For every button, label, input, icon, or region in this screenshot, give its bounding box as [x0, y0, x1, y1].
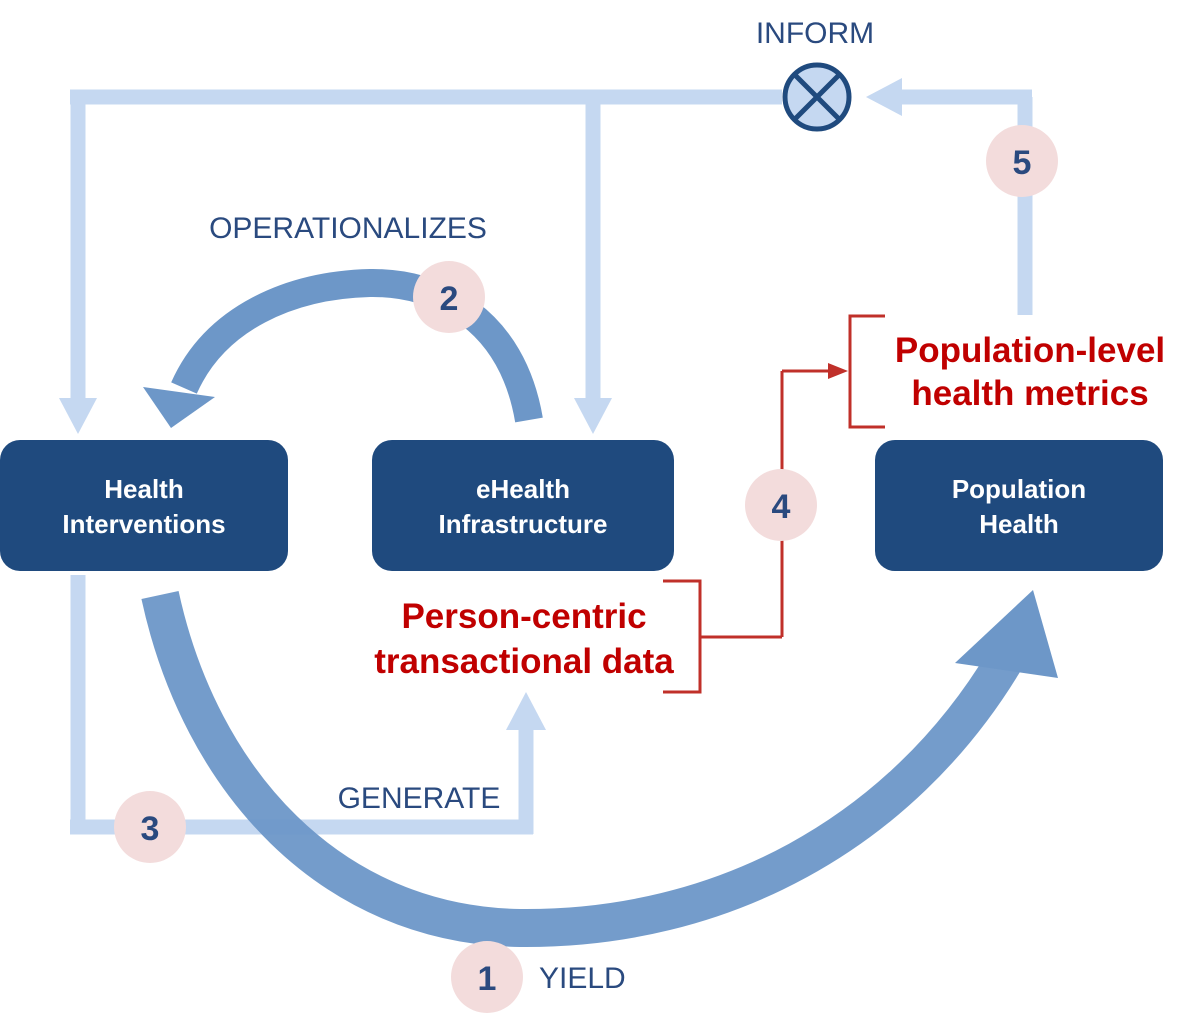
arrowhead-down-interventions	[59, 398, 97, 434]
box-ehealth-infrastructure: eHealth Infrastructure	[372, 440, 674, 571]
svg-text:Health: Health	[979, 509, 1058, 539]
box-label-line: Health	[104, 474, 183, 504]
step-number: 4	[772, 488, 791, 526]
box-population-health: Population Health	[875, 440, 1163, 571]
arrowhead-yield	[955, 590, 1058, 678]
box-health-interventions: Health Interventions	[0, 440, 288, 571]
step-badge-5: 5	[986, 125, 1058, 197]
step-number: 2	[440, 280, 459, 318]
label-person-centric-line2: transactional data	[374, 642, 674, 681]
step-badge-3: 3	[114, 791, 186, 863]
step-badge-4: 4	[745, 469, 817, 541]
operationalizes-arrow	[143, 268, 543, 428]
arrowhead-operationalizes	[143, 387, 215, 428]
box-label-line: Population	[952, 474, 1086, 504]
step-badge-1: 1	[451, 941, 523, 1013]
step-number: 3	[141, 810, 160, 848]
svg-text:Infrastructure: Infrastructure	[438, 509, 607, 539]
inform-feedback-arrows	[59, 78, 1033, 434]
step-number: 5	[1013, 144, 1032, 182]
label-population-level-line1: Population-level	[895, 331, 1165, 370]
label-yield: YIELD	[539, 962, 626, 995]
svg-text:eHealth: eHealth	[476, 474, 570, 504]
box-label-line: Health	[979, 509, 1058, 539]
label-operationalizes: OPERATIONALIZES	[209, 212, 487, 245]
label-person-centric-line1: Person-centric	[401, 597, 646, 636]
svg-text:Population: Population	[952, 474, 1086, 504]
arrowhead-left-inform	[866, 78, 902, 116]
step-number: 1	[478, 960, 497, 998]
circle-times-icon	[782, 62, 852, 132]
label-generate: GENERATE	[338, 782, 501, 815]
svg-text:Interventions: Interventions	[62, 509, 225, 539]
arrowhead-up-generate	[506, 692, 546, 730]
box-label-line: Interventions	[62, 509, 225, 539]
arrowhead-down-infrastructure	[574, 398, 612, 434]
box-label-line: Infrastructure	[438, 509, 607, 539]
yield-arrow	[141, 590, 1058, 948]
step-badge-2: 2	[413, 261, 485, 333]
label-population-level-line2: health metrics	[911, 374, 1148, 413]
arrowhead-right-metrics	[828, 363, 848, 379]
box-label-line: eHealth	[476, 474, 570, 504]
svg-text:Health: Health	[104, 474, 183, 504]
bracket-population-level	[848, 314, 885, 429]
label-inform: INFORM	[756, 17, 874, 50]
